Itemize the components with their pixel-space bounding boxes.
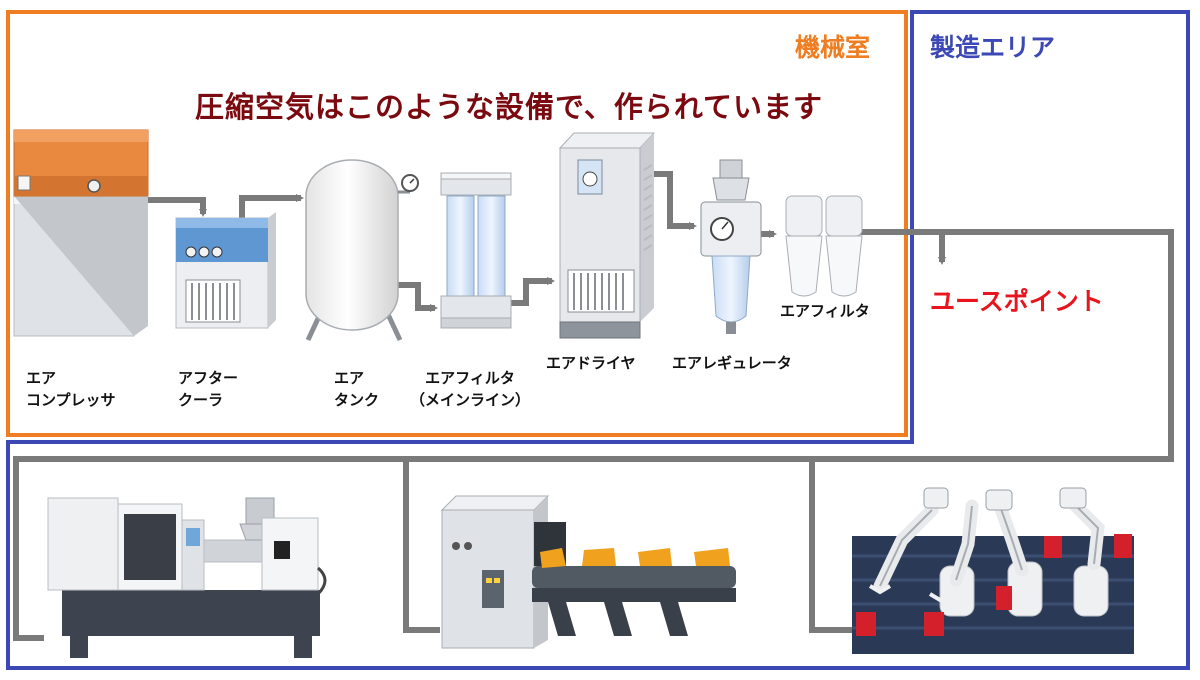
machine-room-label: 機械室 (795, 33, 871, 62)
label-regulator: エアレギュレータ (672, 352, 792, 374)
label-dryer: エアドライヤ (546, 352, 636, 374)
air-tank (305, 159, 419, 342)
label-dryer-line1: エアドライヤ (546, 354, 636, 372)
pipe-tank-filter (398, 282, 438, 312)
manufacturing-area-frame (6, 10, 1190, 670)
manufacturing-area-label: 製造エリア (930, 33, 1056, 62)
pipe-network (13, 171, 1174, 641)
label-aftercooler: アフター クーラ (178, 367, 238, 411)
pipe-filter-dryer (506, 277, 555, 306)
label-main-filter: エアフィルタ （メインライン） (410, 367, 530, 411)
label-compressor: エア コンプレッサ (26, 367, 116, 411)
pipe-main-line (13, 229, 1174, 641)
robot-assembly-line (852, 487, 1134, 654)
air-regulator (700, 159, 762, 334)
pipe-cooler-tank (239, 194, 304, 218)
label-tank-line1: エア (334, 369, 365, 387)
page-title: 圧縮空気はこのような設備で、作られています (195, 90, 823, 124)
label-regulator-line1: エアレギュレータ (672, 354, 792, 372)
label-aftercooler-line1: アフター (178, 369, 239, 387)
pipe-branch-3 (809, 459, 852, 633)
use-point-label: ユースポイント (930, 287, 1104, 316)
air-dryer (558, 132, 656, 339)
point-of-use-filter (785, 195, 863, 297)
label-point-filter-line1: エアフィルタ (780, 302, 870, 320)
label-aftercooler-line2: クーラ (178, 391, 224, 409)
machine-room-frame (6, 10, 908, 437)
pipe-dryer-regulator (639, 171, 697, 230)
label-point-filter: エアフィルタ (780, 300, 870, 322)
air-compressor (13, 129, 149, 337)
label-main-filter-line1: エアフィルタ (425, 369, 515, 387)
label-compressor-line1: エア (26, 369, 57, 387)
label-tank-line2: タンク (334, 391, 380, 409)
conveyor-system (440, 495, 736, 649)
main-line-filter (440, 172, 512, 329)
pipe-compressor-cooler (134, 197, 207, 217)
label-compressor-line2: コンプレッサ (26, 391, 116, 409)
pipe-branch-2 (403, 459, 440, 633)
aftercooler (175, 212, 276, 329)
injection-molding-machine (47, 497, 327, 658)
label-tank: エア タンク (334, 367, 379, 411)
label-main-filter-line2: （メインライン） (410, 391, 531, 409)
